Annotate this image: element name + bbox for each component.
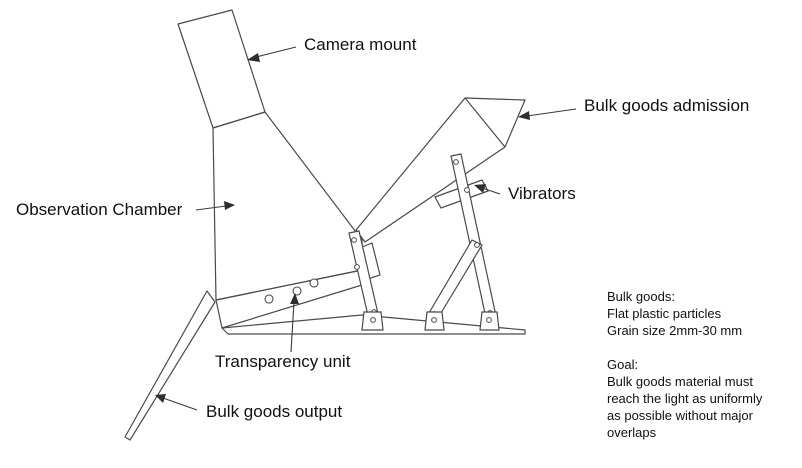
leader-camera-mount bbox=[255, 46, 297, 58]
leader-vibrators bbox=[481, 187, 501, 195]
pin-7 bbox=[474, 242, 480, 248]
bulk-goods-output-chute bbox=[124, 290, 216, 441]
diagonal-link bbox=[428, 239, 483, 319]
label-camera-mount: Camera mount bbox=[304, 35, 417, 54]
transparency-hole-3 bbox=[309, 278, 319, 288]
foot-pin-1 bbox=[370, 317, 376, 323]
pin-1 bbox=[351, 237, 357, 243]
leader-bulk-goods-output bbox=[162, 397, 198, 411]
label-bulk-goods-output: Bulk goods output bbox=[206, 402, 343, 421]
arrow-camera-mount bbox=[247, 53, 260, 62]
arrow-bulk-goods-admission bbox=[518, 111, 530, 120]
pin-2 bbox=[354, 264, 360, 270]
transparency-hole-2 bbox=[292, 286, 302, 296]
notes-bulk-goods-heading: Bulk goods: bbox=[607, 289, 675, 304]
label-bulk-goods-admission: Bulk goods admission bbox=[584, 96, 750, 115]
notes-bulk-goods-line: Flat plastic particles bbox=[607, 306, 722, 321]
bulk-goods-admission-hopper bbox=[355, 97, 526, 243]
foot-pin-2 bbox=[431, 317, 437, 323]
label-vibrators: Vibrators bbox=[508, 184, 576, 203]
pin-5 bbox=[464, 187, 470, 193]
observation-chamber bbox=[212, 111, 363, 301]
arrow-observation-chamber bbox=[224, 201, 235, 210]
transparency-unit-plate bbox=[215, 269, 363, 329]
foot-pin-3 bbox=[486, 317, 492, 323]
label-observation-chamber: Observation Chamber bbox=[16, 200, 183, 219]
notes-block: Bulk goods: Flat plastic particles Grain… bbox=[607, 288, 762, 441]
arrow-bulk-goods-output bbox=[155, 394, 166, 403]
notes-spacer bbox=[607, 339, 762, 356]
notes-goal-heading: Goal: bbox=[607, 357, 639, 372]
leader-transparency-unit bbox=[290, 301, 295, 353]
notes-goal-line: overlaps bbox=[607, 425, 657, 440]
notes-goal-line: as possible without major bbox=[607, 408, 753, 423]
hopper-inner-edge bbox=[464, 97, 506, 148]
transparency-hole-1 bbox=[264, 294, 274, 304]
support-strut-right bbox=[450, 153, 497, 319]
pin-4 bbox=[453, 159, 459, 165]
arrow-vibrators bbox=[474, 184, 486, 193]
camera-mount bbox=[177, 9, 266, 129]
base-rail bbox=[221, 314, 526, 335]
label-transparency-unit: Transparency unit bbox=[215, 352, 351, 371]
notes-goal-line: reach the light as uniformly bbox=[607, 391, 763, 406]
notes-goal-line: Bulk goods material must bbox=[607, 374, 753, 389]
arrow-transparency-unit bbox=[290, 293, 299, 304]
leader-bulk-goods-admission bbox=[526, 108, 577, 117]
leader-observation-chamber bbox=[195, 205, 227, 211]
notes-bulk-goods-line: Grain size 2mm-30 mm bbox=[607, 323, 743, 338]
